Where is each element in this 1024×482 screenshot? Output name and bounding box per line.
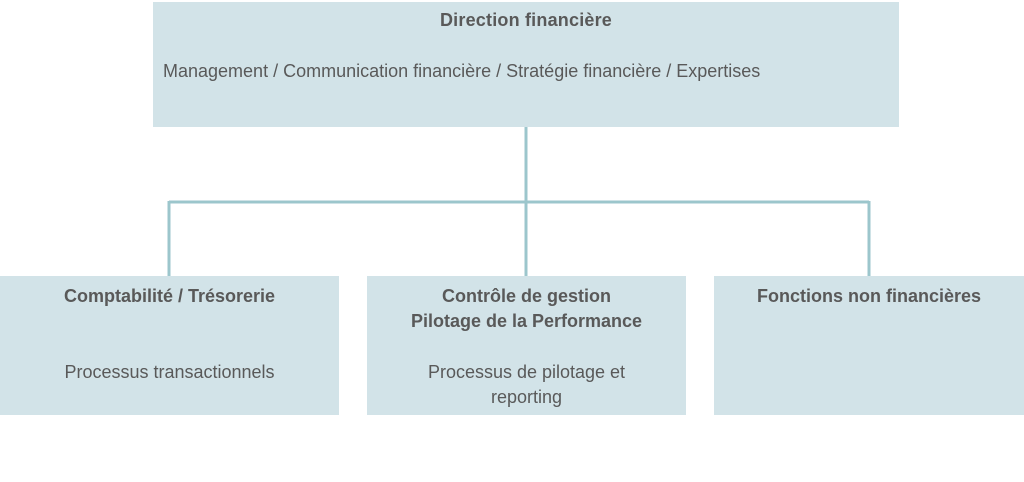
direction-financiere-box: Direction financière Management / Commun… [153,2,899,127]
controle-gestion-desc-line-1: Processus de pilotage et [427,362,626,382]
comptabilite-description: Processus transactionnels [0,360,339,385]
fonctions-non-financieres-box: Fonctions non financières [714,276,1024,415]
controle-gestion-description: Processus de pilotage et reporting [367,360,686,410]
controle-gestion-title-line-1: Contrôle de gestion [441,286,611,306]
fonctions-non-financieres-title-line: Fonctions non financières [756,286,982,306]
comptabilite-title-line: Comptabilité / Trésorerie [63,286,276,306]
controle-gestion-box: Contrôle de gestion Pilotage de la Perfo… [367,276,686,415]
fonctions-non-financieres-title: Fonctions non financières [714,284,1024,309]
comptabilite-box: Comptabilité / Trésorerie Processus tran… [0,276,339,415]
comptabilite-title: Comptabilité / Trésorerie [0,284,339,309]
direction-subtitle: Management / Communication financière / … [163,61,761,81]
controle-gestion-desc-line-2: reporting [490,387,563,407]
comptabilite-desc-line: Processus transactionnels [64,362,275,382]
controle-gestion-title-line-2: Pilotage de la Performance [410,311,643,331]
controle-gestion-title: Contrôle de gestion Pilotage de la Perfo… [367,284,686,334]
direction-title: Direction financière [439,10,613,30]
